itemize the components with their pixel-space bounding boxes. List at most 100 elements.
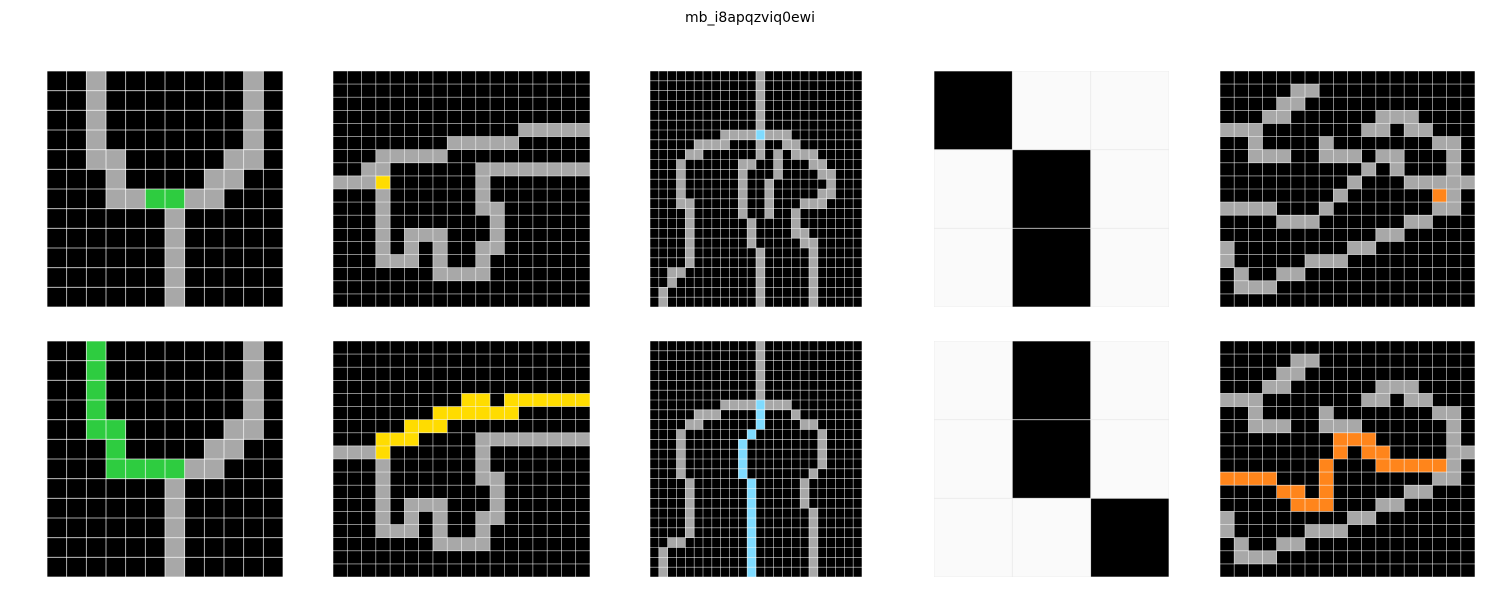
grid-cell-path [756, 297, 765, 307]
grid-cell-path [1276, 149, 1291, 163]
grid-cell-path [1276, 537, 1291, 551]
grid-cell-path [756, 71, 765, 81]
grid-cell-yellow [532, 393, 548, 407]
grid-cell-path [826, 169, 836, 180]
grid-cell-path [475, 241, 491, 255]
grid-cell-path [685, 518, 695, 528]
grid-cell-path [224, 149, 244, 170]
grid-cell-orange [1290, 485, 1305, 499]
grid-cell-path [800, 238, 809, 248]
grid-cell-path [685, 419, 695, 430]
grid-cell-yellow [404, 419, 419, 433]
grid-cell-path [756, 110, 765, 121]
grid-cell-path [375, 189, 391, 203]
grid-cell-yellow [575, 393, 590, 407]
grid-cell-path [490, 472, 505, 486]
grid-cell-path [1446, 175, 1461, 189]
grid-panel-pair4-input [934, 71, 1169, 307]
grid-cell-path [764, 179, 774, 189]
grid-cell-path [1404, 485, 1419, 499]
grid-cell-path [461, 267, 476, 281]
grid-cell-path [738, 179, 748, 189]
grid-cell-path [676, 267, 686, 278]
grid-cell-path [1460, 175, 1475, 189]
grid-cell-path [817, 198, 827, 209]
grid-cell-path [756, 248, 765, 258]
grid-cell-path [1319, 406, 1334, 420]
grid-cell-path [676, 439, 686, 450]
grid-cell-path [418, 149, 433, 163]
grid-cell-path [685, 508, 695, 518]
grid-cell-path [747, 400, 756, 410]
grid-cell-path [685, 248, 695, 258]
grid-cell-path [347, 445, 362, 459]
grid-cell-path [1390, 149, 1405, 163]
grid-panel-pair2-output [333, 341, 590, 577]
grid-cell-path [432, 511, 448, 525]
grid-cell-path [165, 557, 185, 577]
grid-cell-path [694, 419, 703, 430]
grid-cell-path [432, 228, 448, 242]
grid-cell-orange [1276, 485, 1291, 499]
grid-cell-path [1248, 280, 1263, 294]
grid-cell-path [1276, 215, 1291, 229]
grid-cell-path [676, 468, 686, 479]
grid-cell-path [165, 537, 185, 558]
grid-cell-white [1090, 149, 1169, 229]
grid-cell-path [676, 459, 686, 469]
grid-cell-path [475, 445, 491, 459]
grid-cell-path [1290, 84, 1305, 98]
grid-cell-path [773, 169, 783, 180]
grid-cell-yellow [418, 419, 433, 433]
grid-cell-white [1090, 419, 1169, 499]
grid-cell-path [1432, 175, 1447, 189]
grid-cell-path [1446, 445, 1461, 459]
grid-cell-path [1248, 149, 1263, 163]
grid-cell-path [720, 400, 730, 410]
grid-cell-path [809, 297, 818, 307]
grid-cell-path [676, 189, 686, 199]
grid-cell-path [490, 228, 505, 242]
grid-cell-path [432, 149, 448, 163]
grid-cell-path [165, 248, 185, 268]
grid-cell-path [809, 567, 818, 577]
grid-cell-green [145, 189, 165, 209]
grid-cell-white [1012, 498, 1091, 577]
grid-cell-path [1276, 380, 1291, 394]
grid-cell-path [658, 287, 668, 298]
grid-cell-path [375, 215, 391, 229]
grid-cell-black [1090, 498, 1169, 577]
grid-cell-path [738, 208, 748, 219]
grid-cell-path [404, 149, 419, 163]
grid-cell-white [1090, 228, 1169, 307]
grid-cell-path [720, 139, 730, 150]
grid-cell-path [1234, 123, 1249, 137]
grid-cell-path [1404, 123, 1419, 137]
grid-cell-path [561, 432, 576, 446]
grid-cell-path [1361, 162, 1376, 176]
grid-cell-path [518, 432, 533, 446]
grid-cell-path [404, 524, 419, 538]
grid-cell-orange [1262, 472, 1277, 486]
grid-cell-black [1012, 149, 1091, 229]
grid-cell-cyan [747, 527, 756, 538]
grid-cell-path [694, 139, 703, 150]
grid-cell-path [1305, 524, 1320, 538]
grid-panel-pair1-output [47, 341, 283, 577]
grid-cell-orange [1319, 472, 1334, 486]
grid-cell-cyan [747, 498, 756, 509]
grid-cell-green [86, 360, 106, 381]
grid-cell-path [685, 218, 695, 229]
grid-cell-path [764, 189, 774, 199]
grid-cell-yellow [375, 432, 391, 446]
grid-cell-path [800, 149, 809, 160]
grid-cell-orange [1333, 445, 1348, 459]
grid-cell-cyan [756, 130, 765, 140]
grid-cell-path [165, 228, 185, 248]
grid-cell-path [756, 90, 765, 101]
grid-cell-orange [1319, 498, 1334, 512]
grid-cell-path [404, 254, 419, 268]
grid-cell-path [475, 254, 491, 268]
grid-cell-white [1090, 341, 1169, 420]
grid-cell-path [685, 488, 695, 499]
